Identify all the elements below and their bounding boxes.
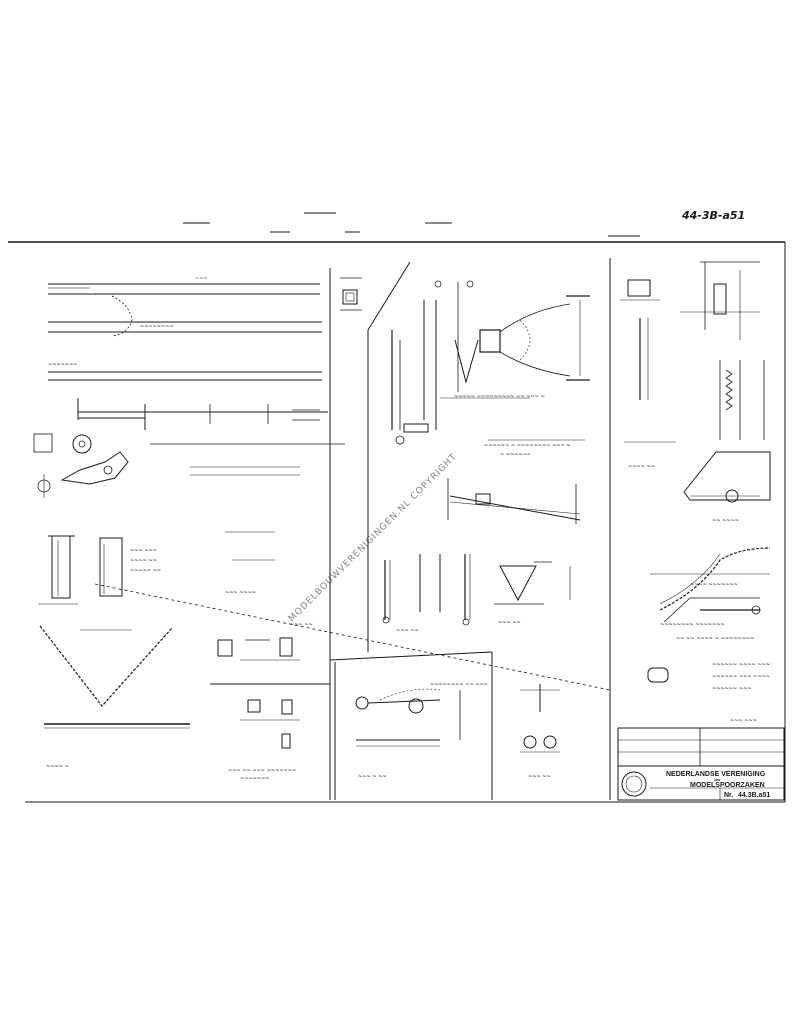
title-number-label: Nr. <box>724 792 733 799</box>
svg-text:~~ ~~ ~~~~ ~ ~~~~~~~~: ~~ ~~ ~~~~ ~ ~~~~~~~~ <box>676 636 754 642</box>
panel-dividers <box>210 258 611 800</box>
title-org-line3: MODELSPOORZAKEN <box>690 782 765 789</box>
svg-text:~~ ~~~~: ~~ ~~~~ <box>712 518 739 524</box>
svg-text:~~~~~~~: ~~~~~~~ <box>48 362 77 368</box>
detail-central-rod <box>447 478 581 524</box>
svg-text:~~~ ~ ~~: ~~~ ~ ~~ <box>358 774 387 780</box>
detail-v-wire <box>39 625 190 729</box>
svg-text:~~~~~ ~~: ~~~~~ ~~ <box>130 568 161 574</box>
svg-text:~~~~~~ ~~~ ~~~~: ~~~~~~ ~~~ ~~~~ <box>712 674 770 680</box>
svg-text:~~~ ~~: ~~~ ~~ <box>528 774 551 780</box>
title-block <box>617 727 785 801</box>
svg-text:~~~~~~ ~~~: ~~~~~~ ~~~ <box>712 686 751 692</box>
title-number-value: 44.3B.a51 <box>738 792 770 799</box>
title-org-line1: NEDERLANDSE VERENIGING <box>666 771 766 778</box>
detail-u-channels <box>38 535 611 691</box>
svg-text:~~~~~~~~ ~~~~~~~: ~~~~~~~~ ~~~~~~~ <box>660 622 725 628</box>
svg-text:~~~~ ~: ~~~~ ~ <box>46 764 69 770</box>
handwritten-annotations: ~~~~~ ~~~~~~~~~ ~~ ~~~ ~ ~~~~~~ ~ ~~~~~~… <box>46 394 770 782</box>
svg-text:~~~ ~~ ~~~ ~~~~~~~: ~~~ ~~ ~~~ ~~~~~~~ <box>228 768 296 774</box>
header-fragments <box>183 212 640 237</box>
sheet-frame <box>8 241 786 803</box>
detail-pins-bracket <box>382 554 571 626</box>
drawing-number: 44-3B-a51 <box>681 209 745 222</box>
svg-text:~~~~~~~~: ~~~~~~~~ <box>140 324 174 330</box>
detail-right-column <box>620 261 771 503</box>
svg-text:~~~ ~~: ~~~ ~~ <box>396 628 419 634</box>
svg-text:~~~ ~~: ~~~ ~~ <box>290 622 313 628</box>
svg-text:~ ~~~~~~: ~ ~~~~~~ <box>500 452 531 458</box>
svg-text:~~~~~ ~~~~~~~~~ ~~ ~~~ ~: ~~~~~ ~~~~~~~~~ ~~ ~~~ ~ <box>454 394 545 400</box>
detail-bottom-center <box>355 684 560 753</box>
detail-central-hanger <box>391 280 590 445</box>
svg-text:~~~~~~ ~ ~~~~~~~~ ~~~ ~: ~~~~~~ ~ ~~~~~~~~ ~~~ ~ <box>484 443 571 449</box>
svg-text:~~~~~~~: ~~~~~~~ <box>240 776 269 782</box>
svg-text:~~~: ~~~ <box>195 276 208 282</box>
svg-text:~~~~~~~~ ~~ ~~~: ~~~~~~~~ ~~ ~~~ <box>430 682 488 688</box>
detail-right-hook <box>647 547 771 683</box>
detail-lever-left <box>33 398 345 498</box>
association-seal <box>621 771 647 797</box>
svg-text:~~~ ~~~~: ~~~ ~~~~ <box>225 590 256 596</box>
svg-text:~~~~ ~~: ~~~~ ~~ <box>628 464 655 470</box>
svg-text:~~~ ~~: ~~~ ~~ <box>498 620 521 626</box>
detail-rods-top-left: ~~~ ~~~~~~~~ ~~~~~~~ <box>48 276 362 381</box>
detail-profiles <box>217 531 300 749</box>
svg-text:~~~~ ~~~~~~~: ~~~~ ~~~~~~~ <box>690 582 738 588</box>
svg-text:~~~~~~ ~~~~ ~~~: ~~~~~~ ~~~~ ~~~ <box>712 662 770 668</box>
title-org-line2: van <box>714 778 720 782</box>
watermark: MODELBOUWVERENIGINGEN.NL COPYRIGHT <box>287 452 459 624</box>
svg-text:~~~~ ~~: ~~~~ ~~ <box>130 558 157 564</box>
svg-text:~~~ ~~~: ~~~ ~~~ <box>130 548 157 554</box>
svg-text:~~~ ~~~: ~~~ ~~~ <box>730 718 757 724</box>
